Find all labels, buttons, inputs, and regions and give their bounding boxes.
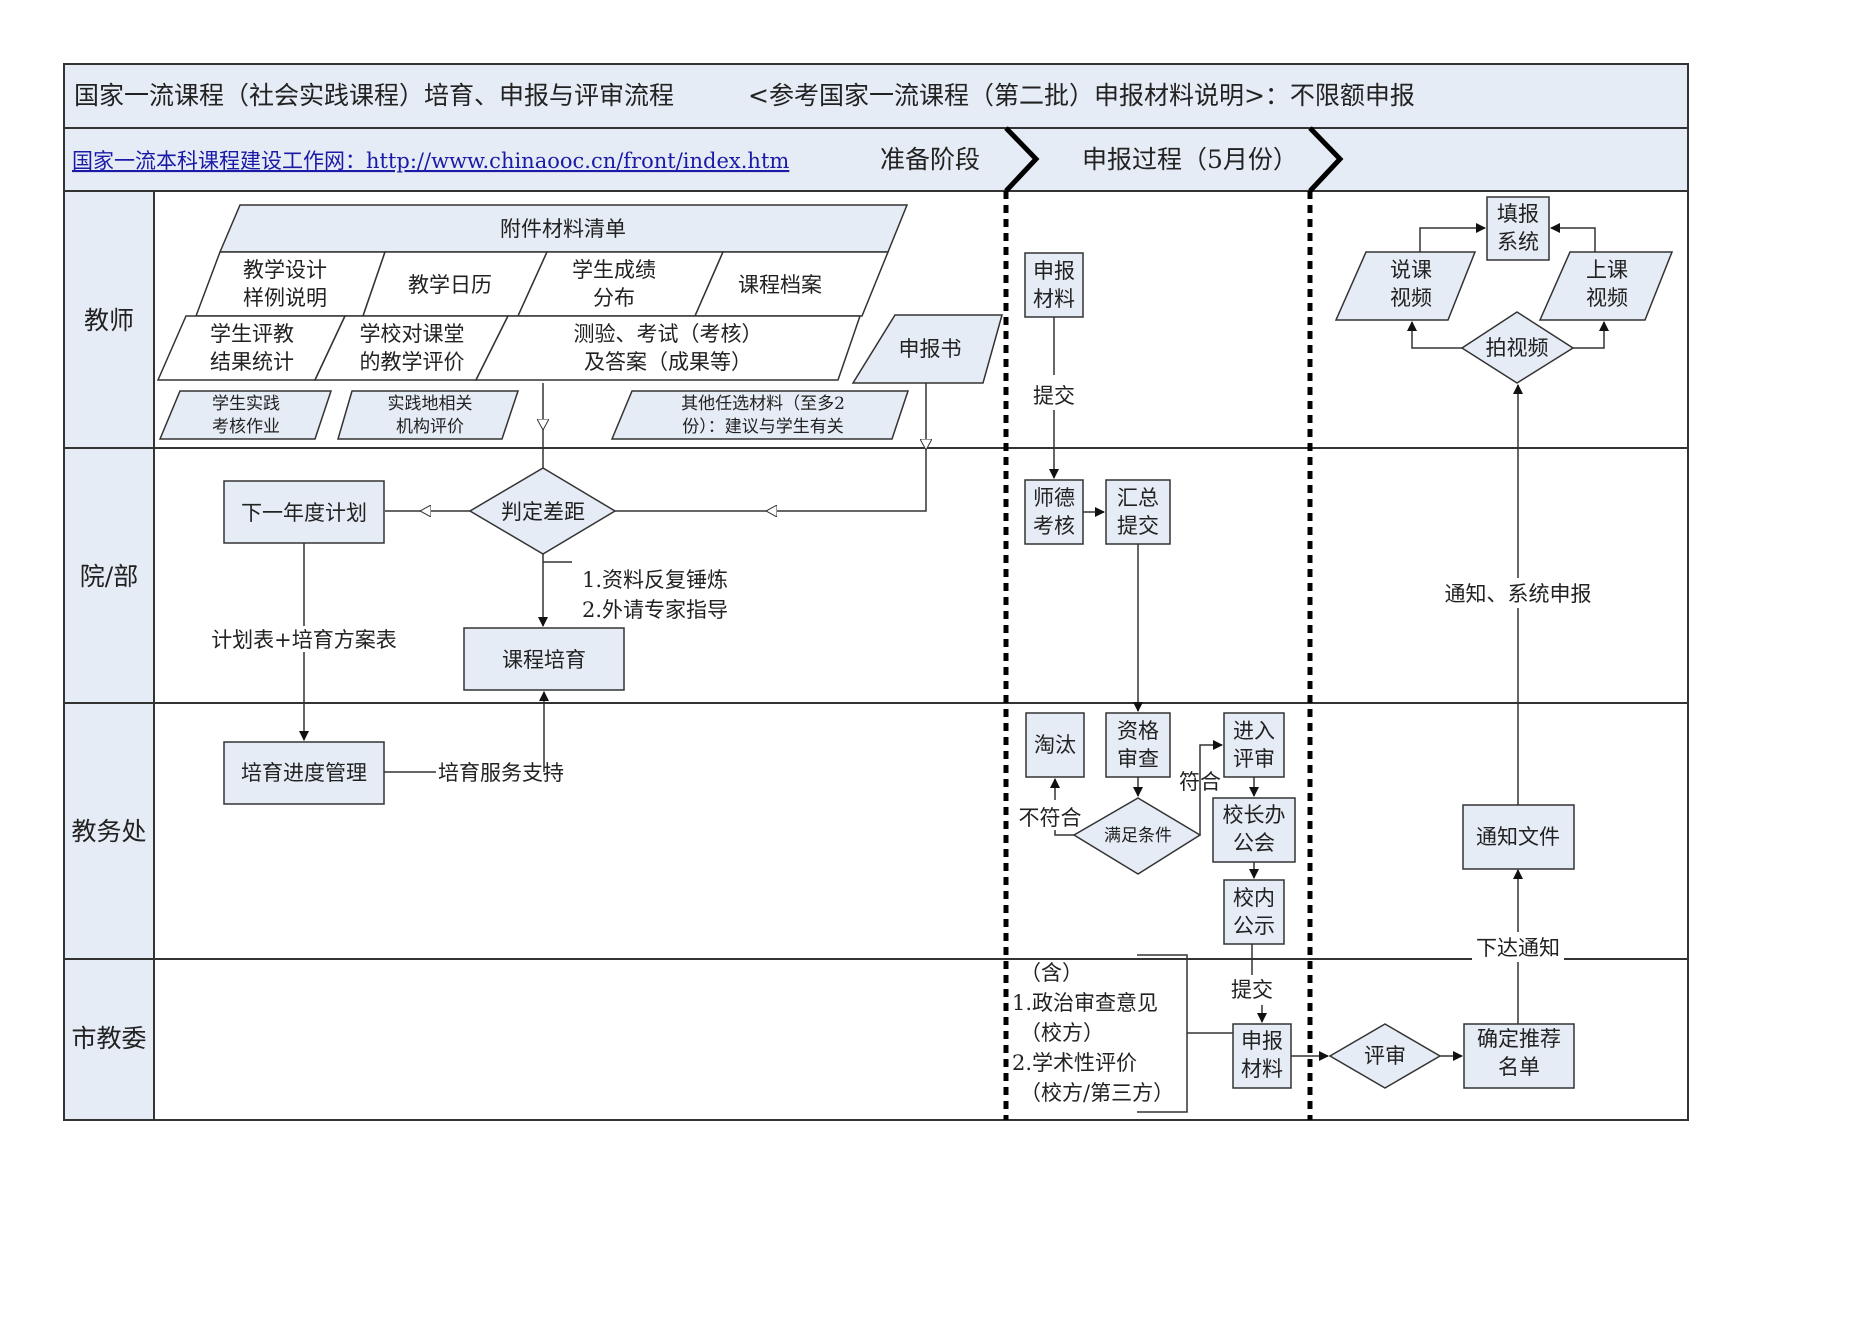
talk-video-label: 说课视频 bbox=[1390, 258, 1432, 310]
attach-item-label: 学生评教结果统计 bbox=[210, 322, 294, 374]
course-site-link[interactable]: 国家一流本科课程建设工作网：http://www.chinaooc.cn/fro… bbox=[72, 149, 789, 173]
lane-teacher: 教师 bbox=[84, 306, 134, 335]
campus-publicity-label: 校内公示 bbox=[1233, 886, 1275, 938]
confirm-list-box bbox=[1463, 1023, 1575, 1089]
apply-book-label: 申报书 bbox=[899, 337, 962, 361]
commission-apply-material-label: 申报材料 bbox=[1241, 1029, 1283, 1081]
attach-item-label: 教学日历 bbox=[408, 273, 492, 297]
attach-item-label: 学生成绩分布 bbox=[572, 258, 656, 310]
connector bbox=[1199, 740, 1223, 835]
connector bbox=[1407, 321, 1462, 349]
principal-meeting-box bbox=[1212, 797, 1296, 863]
label-bg bbox=[1440, 578, 1600, 608]
confirm-list-label: 确定推荐名单 bbox=[1477, 1027, 1561, 1079]
attach-item-label: 教学设计样例说明 bbox=[243, 258, 327, 310]
reference-note: <参考国家一流课程（第二批）申报材料说明>：不限额申报 bbox=[748, 81, 1415, 110]
includes-line: （校方/第三方） bbox=[1020, 1081, 1174, 1105]
submit-label: 提交 bbox=[1033, 384, 1075, 408]
connector bbox=[1573, 321, 1609, 349]
label-bg bbox=[208, 626, 400, 652]
phase-apply-label: 申报过程（5月份） bbox=[1082, 145, 1298, 174]
progress-mgmt-box bbox=[223, 741, 385, 805]
meet-condition-label: 满足条件 bbox=[1104, 826, 1172, 846]
lane-college: 院/部 bbox=[80, 562, 138, 591]
next-year-plan-box bbox=[223, 480, 385, 544]
shoot-video-label: 拍视频 bbox=[1486, 336, 1549, 360]
fill-system-box bbox=[1486, 196, 1550, 261]
attach-item-label: 学校对课堂的教学评价 bbox=[360, 322, 465, 374]
enter-review-label: 进入评审 bbox=[1233, 719, 1275, 771]
attach-item-optional bbox=[158, 390, 333, 440]
summary-submit-box bbox=[1105, 479, 1171, 545]
phase-chevron-1 bbox=[1004, 126, 1040, 193]
eliminate-label: 淘汰 bbox=[1034, 733, 1076, 757]
attach-item-label: 实践地相关机构评价 bbox=[388, 394, 473, 437]
attach-item bbox=[474, 315, 862, 381]
table-grid bbox=[63, 63, 1689, 1121]
connector bbox=[1054, 830, 1074, 836]
attach-item-optional bbox=[337, 390, 520, 440]
qualify-check-label: 资格审查 bbox=[1117, 719, 1159, 771]
includes-line: 2.学术性评价 bbox=[1012, 1051, 1137, 1075]
apply-material-label: 申报材料 bbox=[1033, 259, 1075, 311]
attach-item-optional bbox=[610, 390, 910, 440]
connector bbox=[1550, 223, 1596, 252]
enter-review-box bbox=[1223, 712, 1285, 778]
commission-submit-label: 提交 bbox=[1231, 978, 1273, 1002]
phase-chevron-2 bbox=[1308, 126, 1344, 193]
review-label: 评审 bbox=[1364, 1044, 1406, 1068]
cultivate-box bbox=[463, 627, 625, 691]
notice-doc-label: 通知文件 bbox=[1476, 825, 1560, 849]
review-decision bbox=[1328, 1023, 1442, 1089]
label-bg bbox=[1472, 932, 1564, 962]
connector bbox=[766, 450, 927, 511]
includes-line: （含） bbox=[1020, 961, 1083, 985]
attach-item-label: 课程档案 bbox=[738, 273, 822, 297]
lane-academic-office: 教务处 bbox=[71, 817, 146, 846]
meet-condition-decision bbox=[1072, 797, 1202, 875]
plan-table-label: 计划表+培育方案表 bbox=[211, 628, 397, 652]
cultivate-note-2: 2.外请专家指导 bbox=[582, 598, 728, 622]
qualify-check-box bbox=[1105, 712, 1171, 778]
includes-line: 1.政治审查意见 bbox=[1012, 991, 1158, 1015]
cultivate-note-1: 1.资料反复锤炼 bbox=[582, 568, 728, 592]
principal-meeting-label: 校长办公会 bbox=[1223, 803, 1286, 855]
progress-mgmt-label: 培育进度管理 bbox=[241, 761, 367, 785]
class-video-shape bbox=[1538, 251, 1674, 321]
phase-prep-label: 准备阶段 bbox=[880, 145, 980, 174]
lane-education-commission: 市教委 bbox=[71, 1024, 146, 1053]
cultivate-label: 课程培育 bbox=[502, 648, 586, 672]
shoot-video-decision bbox=[1460, 311, 1575, 384]
ethics-check-label: 师德考核 bbox=[1033, 486, 1075, 538]
fill-system-label: 填报系统 bbox=[1497, 202, 1539, 254]
summary-submit-label: 汇总提交 bbox=[1117, 486, 1159, 538]
eliminate-box bbox=[1025, 712, 1085, 778]
attach-item-label: 学生实践考核作业 bbox=[212, 394, 280, 437]
not-conform-label: 不符合 bbox=[1019, 806, 1082, 830]
campus-publicity-box bbox=[1223, 879, 1285, 945]
attach-item bbox=[693, 251, 890, 317]
notice-system-label: 通知、系统申报 bbox=[1445, 582, 1592, 606]
judge-gap-label: 判定差距 bbox=[501, 500, 585, 524]
service-support-label: 培育服务支持 bbox=[438, 761, 564, 785]
connector bbox=[1419, 223, 1486, 252]
apply-book-shape bbox=[851, 314, 1003, 384]
attach-item-label: 测验、考试（考核）及答案（成果等） bbox=[574, 322, 763, 374]
class-video-label: 上课视频 bbox=[1586, 258, 1628, 310]
next-year-plan-label: 下一年度计划 bbox=[241, 501, 367, 525]
talk-video-shape bbox=[1334, 251, 1477, 321]
ethics-check-box bbox=[1024, 479, 1084, 545]
issue-notice-label: 下达通知 bbox=[1476, 936, 1560, 960]
attach-list-title: 附件材料清单 bbox=[500, 217, 626, 241]
lane-label-column bbox=[64, 191, 154, 1120]
page-title: 国家一流课程（社会实践课程）培育、申报与评审流程 bbox=[74, 81, 674, 110]
includes-line: （校方） bbox=[1020, 1021, 1104, 1045]
